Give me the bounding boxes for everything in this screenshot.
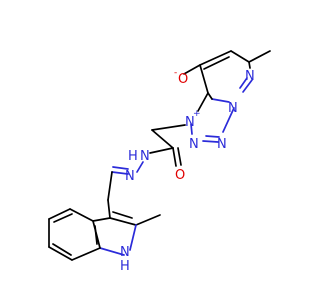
amide-oxygen-label: O — [175, 168, 185, 183]
imine-nitrogen-label: N — [125, 169, 135, 184]
hydrazide-nitrogen-label: N — [140, 149, 150, 164]
cationic-nitrogen-label: N — [185, 115, 195, 130]
indole-h-label: H — [120, 259, 130, 274]
atom-labels: O - N N N + N N O H N N N H — [120, 68, 255, 274]
molecule-canvas: O - N N N + N N O H N N N H — [48, 50, 271, 274]
bond-lines — [48, 50, 271, 261]
oxide-charge-label: - — [174, 68, 177, 78]
triazole-nitrogen-label: N — [217, 137, 227, 152]
bridge-nitrogen-label: N — [228, 101, 238, 116]
cation-charge-label: + — [193, 109, 201, 119]
indole-nitrogen-label: N — [120, 245, 130, 260]
hydrazide-h-label: H — [128, 149, 138, 164]
oxide-oxygen-label: O — [178, 72, 188, 87]
triazole-nitrogen-label: N — [189, 137, 199, 152]
structure-diagram: O - N N N + N N O H N N N H — [48, 50, 271, 274]
pyridazine-nitrogen-label: N — [245, 69, 255, 84]
